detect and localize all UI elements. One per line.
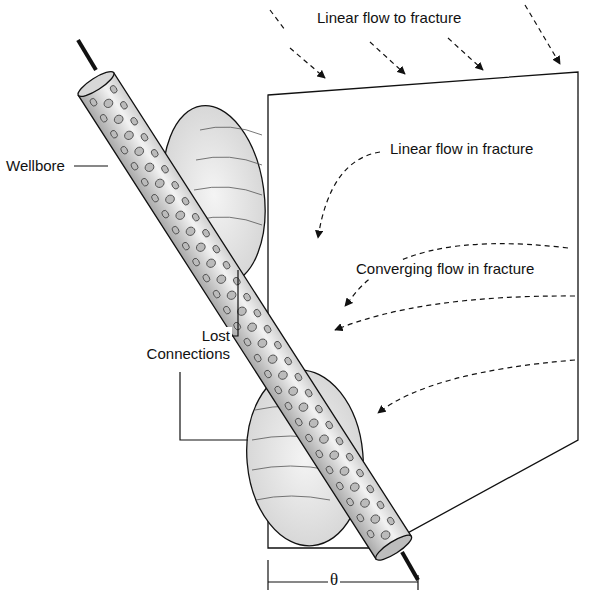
perforation xyxy=(232,276,241,286)
perforation xyxy=(345,452,354,462)
perforation xyxy=(386,516,395,526)
perforation xyxy=(274,385,283,395)
perforation xyxy=(304,388,313,398)
perforation xyxy=(267,353,279,365)
perforation xyxy=(232,321,241,331)
perforation xyxy=(335,481,344,491)
perforation xyxy=(144,162,156,174)
perforation xyxy=(160,164,169,174)
perforation xyxy=(263,369,272,379)
perforation xyxy=(294,372,303,382)
perforation xyxy=(123,130,135,142)
perforation xyxy=(205,257,217,269)
perforation xyxy=(202,273,211,283)
perforation xyxy=(298,401,310,413)
perforation xyxy=(355,468,364,478)
flow-label: Converging flow in fracture xyxy=(354,260,536,278)
perforation xyxy=(133,146,145,158)
perforation xyxy=(174,209,186,221)
perforation xyxy=(308,417,320,429)
lost-connection-ellipse xyxy=(152,99,276,291)
perforation xyxy=(171,225,180,235)
perforation xyxy=(314,404,323,414)
perforation xyxy=(366,529,375,539)
perforation xyxy=(253,353,262,363)
perforation xyxy=(191,257,200,267)
perforation xyxy=(161,209,170,219)
perforation xyxy=(356,513,365,523)
perforation xyxy=(89,97,98,107)
perforation xyxy=(277,369,289,381)
perforation xyxy=(222,260,231,270)
perforation xyxy=(102,98,114,110)
perforation xyxy=(140,132,149,142)
perforation xyxy=(201,228,210,238)
perforation xyxy=(328,449,340,461)
rod xyxy=(402,552,418,580)
rod xyxy=(78,40,96,70)
perforation xyxy=(283,356,292,366)
perforation xyxy=(222,305,231,315)
perforation xyxy=(130,116,139,126)
perforation xyxy=(359,497,371,509)
perforation xyxy=(150,148,159,158)
perforation xyxy=(154,178,166,190)
lost-connection-ellipse xyxy=(240,365,371,550)
perforation xyxy=(195,241,207,253)
perforation xyxy=(284,401,293,411)
perforation xyxy=(263,324,272,334)
perforation xyxy=(109,129,118,139)
perforation xyxy=(380,529,392,541)
perforation xyxy=(119,100,128,110)
perforation xyxy=(99,113,108,123)
perforation xyxy=(315,449,324,459)
perforation xyxy=(325,465,334,475)
perforation xyxy=(191,212,200,222)
angle-label: θ xyxy=(328,571,340,589)
perforation xyxy=(215,273,227,285)
perforation xyxy=(376,500,385,510)
perforation xyxy=(113,114,125,126)
perforation xyxy=(366,484,375,494)
perforation xyxy=(318,433,330,445)
perforation xyxy=(369,513,381,525)
wellbore-tube xyxy=(75,68,414,564)
perforation xyxy=(304,433,313,443)
perforation xyxy=(325,420,334,430)
flow-label: Linear flow in fracture xyxy=(388,140,535,158)
perforation xyxy=(294,417,303,427)
perforation xyxy=(256,337,268,349)
perforation xyxy=(273,340,282,350)
flow-label: Linear flow to fracture xyxy=(315,9,463,27)
perforation xyxy=(242,292,251,302)
perforation xyxy=(185,225,197,237)
perforation xyxy=(226,289,238,301)
perforation xyxy=(171,180,180,190)
perforation xyxy=(339,465,351,477)
perforation xyxy=(120,145,129,155)
part-label: Wellbore xyxy=(4,157,67,175)
perforation xyxy=(109,84,118,94)
perforation xyxy=(335,436,344,446)
leader-lines xyxy=(74,166,418,590)
perforation xyxy=(212,244,221,254)
perforation xyxy=(164,193,176,205)
perforation xyxy=(253,308,262,318)
part-label: Lost Connections xyxy=(140,327,232,363)
perforation xyxy=(287,385,299,397)
perforation xyxy=(243,337,252,347)
perforation xyxy=(345,497,354,507)
flow-arrows xyxy=(270,5,575,413)
perforation xyxy=(140,177,149,187)
perforation xyxy=(181,241,190,251)
perforation xyxy=(349,481,361,493)
perforation xyxy=(150,193,159,203)
perforation xyxy=(212,289,221,299)
perforation xyxy=(246,321,258,333)
perforation xyxy=(130,161,139,171)
perforation xyxy=(181,196,190,206)
